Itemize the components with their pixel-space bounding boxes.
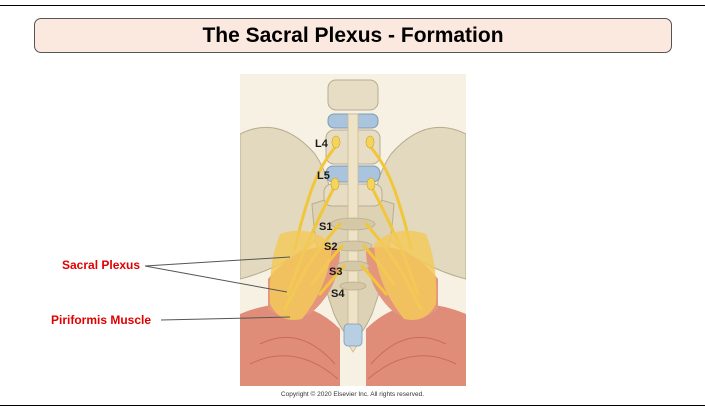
label-s1: S1 xyxy=(319,221,333,233)
slide-title: The Sacral Plexus - Formation xyxy=(34,18,672,53)
sacral-plexus-illustration xyxy=(240,74,466,386)
label-l5: L5 xyxy=(317,170,330,182)
copyright-notice: Copyright © 2020 Elsevier Inc. All right… xyxy=(280,391,425,398)
leader-line-plexus-lower xyxy=(144,265,288,293)
top-border-line xyxy=(0,5,705,6)
label-s3: S3 xyxy=(329,266,343,278)
callout-piriformis-muscle: Piriformis Muscle xyxy=(51,313,152,327)
label-s4: S4 xyxy=(331,288,345,300)
anatomy-drawing xyxy=(240,74,466,386)
bottom-border-line xyxy=(0,405,705,406)
leader-line-piriformis xyxy=(160,316,291,321)
callout-sacral-plexus: Sacral Plexus xyxy=(62,258,141,272)
label-s2: S2 xyxy=(324,241,338,253)
label-l4: L4 xyxy=(315,138,328,150)
leader-line-plexus-upper xyxy=(144,256,291,267)
